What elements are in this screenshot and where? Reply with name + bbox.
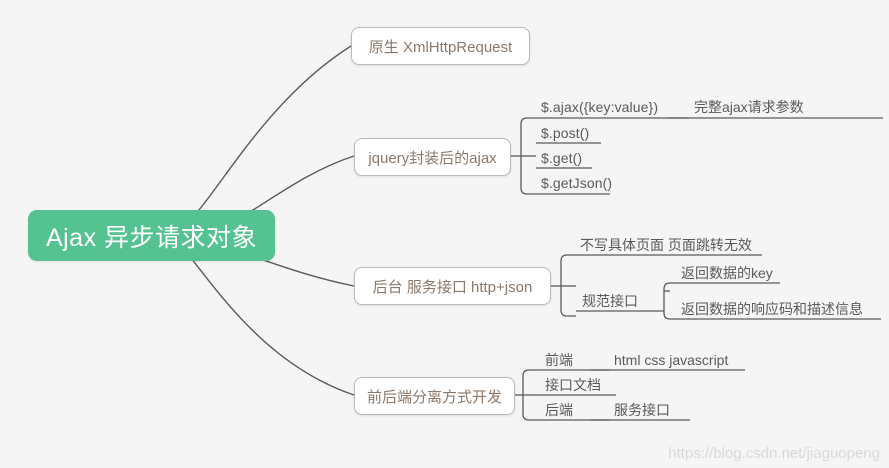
branch-node-xhr[interactable]: 原生 XmlHttpRequest bbox=[351, 27, 530, 65]
leaf-post-method[interactable]: $.post() bbox=[541, 125, 590, 141]
branch-node-jquery-label: jquery封装后的ajax bbox=[368, 149, 497, 167]
leaf-frontend-tech[interactable]: html css javascript bbox=[614, 352, 729, 368]
leaf-return-data-key[interactable]: 返回数据的key bbox=[681, 265, 773, 281]
leaf-ajax-full-params[interactable]: 完整ajax请求参数 bbox=[694, 99, 804, 115]
leaf-ajax-method[interactable]: $.ajax({key:value}) bbox=[541, 99, 659, 115]
branch-node-xhr-label: 原生 XmlHttpRequest bbox=[368, 38, 513, 56]
root-node-label: Ajax 异步请求对象 bbox=[45, 223, 258, 252]
branch-node-backend[interactable]: 后台 服务接口 http+json bbox=[354, 267, 551, 305]
leaf-get-method[interactable]: $.get() bbox=[541, 150, 583, 166]
leaf-api-doc[interactable]: 接口文档 bbox=[545, 377, 601, 393]
leaf-no-concrete-page[interactable]: 不写具体页面 页面跳转无效 bbox=[580, 237, 752, 253]
edge-spec-spine bbox=[663, 282, 676, 320]
leaf-return-code-desc[interactable]: 返回数据的响应码和描述信息 bbox=[681, 301, 863, 317]
root-node[interactable]: Ajax 异步请求对象 bbox=[28, 210, 275, 261]
edge-jquery-spine bbox=[520, 117, 536, 195]
leaf-backend[interactable]: 后端 bbox=[545, 402, 573, 418]
branch-node-backend-label: 后台 服务接口 http+json bbox=[372, 278, 533, 296]
branch-node-separate[interactable]: 前后端分离方式开发 bbox=[354, 377, 515, 415]
edge-root-to-xhr bbox=[169, 45, 352, 236]
watermark: https://blog.csdn.net/jiaguopeng bbox=[668, 445, 880, 462]
branch-node-jquery[interactable]: jquery封装后的ajax bbox=[354, 138, 511, 176]
leaf-frontend[interactable]: 前端 bbox=[545, 352, 573, 368]
branch-node-separate-label: 前后端分离方式开发 bbox=[367, 388, 503, 406]
edge-backend-spine bbox=[560, 254, 576, 317]
leaf-backend-service[interactable]: 服务接口 bbox=[614, 402, 670, 418]
leaf-getjson-method[interactable]: $.getJson() bbox=[541, 175, 613, 191]
edge-separate-spine bbox=[522, 369, 538, 421]
leaf-spec-interface[interactable]: 规范接口 bbox=[582, 293, 638, 309]
